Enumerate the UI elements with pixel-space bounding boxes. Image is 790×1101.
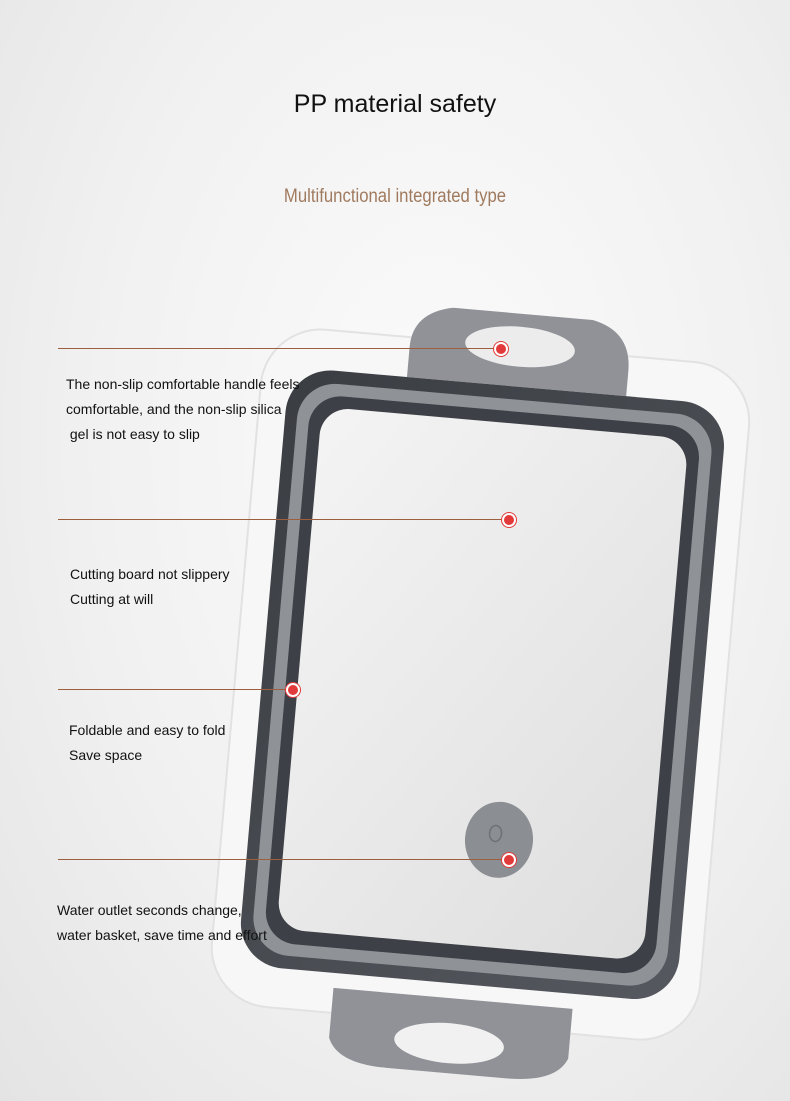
callout-text-board: Cutting board not slippery Cutting at wi… <box>70 562 230 612</box>
marker-fold <box>286 683 300 697</box>
page-subtitle: Multifunctional integrated type <box>283 186 507 207</box>
callout-line-fold <box>58 689 292 690</box>
page-title: PP material safety <box>293 90 497 118</box>
callout-text-handle: The non-slip comfortable handle feels co… <box>66 372 299 447</box>
text-line: Water outlet seconds change, <box>57 902 242 918</box>
marker-board <box>502 513 516 527</box>
text-line: Cutting board not slippery <box>70 566 230 582</box>
callout-line-handle <box>58 348 500 349</box>
text-line: water basket, save time and effort <box>57 927 267 943</box>
marker-handle <box>494 342 508 356</box>
callout-text-fold: Foldable and easy to fold Save space <box>69 718 225 768</box>
text-line: Foldable and easy to fold <box>69 722 226 738</box>
callout-text-drain: Water outlet seconds change, water baske… <box>57 898 267 948</box>
text-line: comfortable, and the non-slip silica <box>66 401 282 417</box>
text-line: Save space <box>69 747 143 763</box>
callout-line-board <box>58 519 508 520</box>
text-line: gel is not easy to slip <box>66 426 200 442</box>
text-line: The non-slip comfortable handle feels <box>66 376 300 392</box>
marker-drain <box>502 853 516 867</box>
text-line: Cutting at will <box>70 591 154 607</box>
callout-line-drain <box>58 859 508 860</box>
